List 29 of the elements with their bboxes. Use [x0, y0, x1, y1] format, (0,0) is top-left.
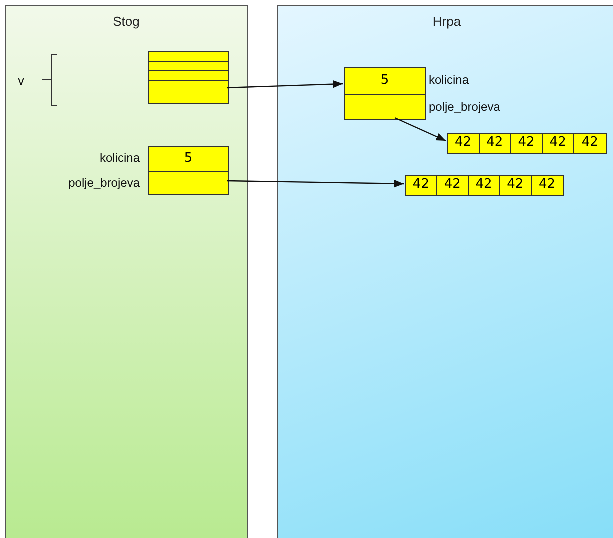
variable-name: v — [18, 73, 24, 88]
field-name: kolicina — [100, 150, 140, 164]
value-text: 5 — [184, 151, 193, 166]
array-value: 42 — [406, 176, 438, 195]
memory-panel — [277, 5, 613, 538]
array-box — [405, 175, 564, 196]
pointer-arrow — [227, 180, 404, 188]
panel-title: Stog — [112, 14, 141, 29]
record-box — [148, 51, 229, 104]
field-name: kolicina — [429, 72, 470, 86]
array-value: 42 — [511, 134, 543, 153]
array-value: 42 — [468, 176, 500, 195]
pointer-arrow — [226, 80, 344, 89]
panel-title: Hrpa — [432, 14, 462, 29]
field-name: polje_brojeva — [429, 100, 500, 114]
array-value: 42 — [500, 176, 532, 195]
value-text: 5 — [380, 73, 390, 88]
array-value: 42 — [580, 134, 600, 152]
array-value: 42 — [480, 134, 512, 153]
array-value: 42 — [437, 176, 469, 195]
pointer-arrow — [394, 117, 446, 142]
struct-box — [344, 67, 426, 120]
array-value: 42 — [538, 176, 557, 194]
array-value: 42 — [542, 134, 574, 153]
array-box — [447, 133, 607, 154]
field-name: polje_brojeva — [68, 176, 140, 190]
struct-box — [148, 146, 229, 195]
array-value: 42 — [448, 134, 480, 153]
memory-panel — [5, 5, 248, 538]
